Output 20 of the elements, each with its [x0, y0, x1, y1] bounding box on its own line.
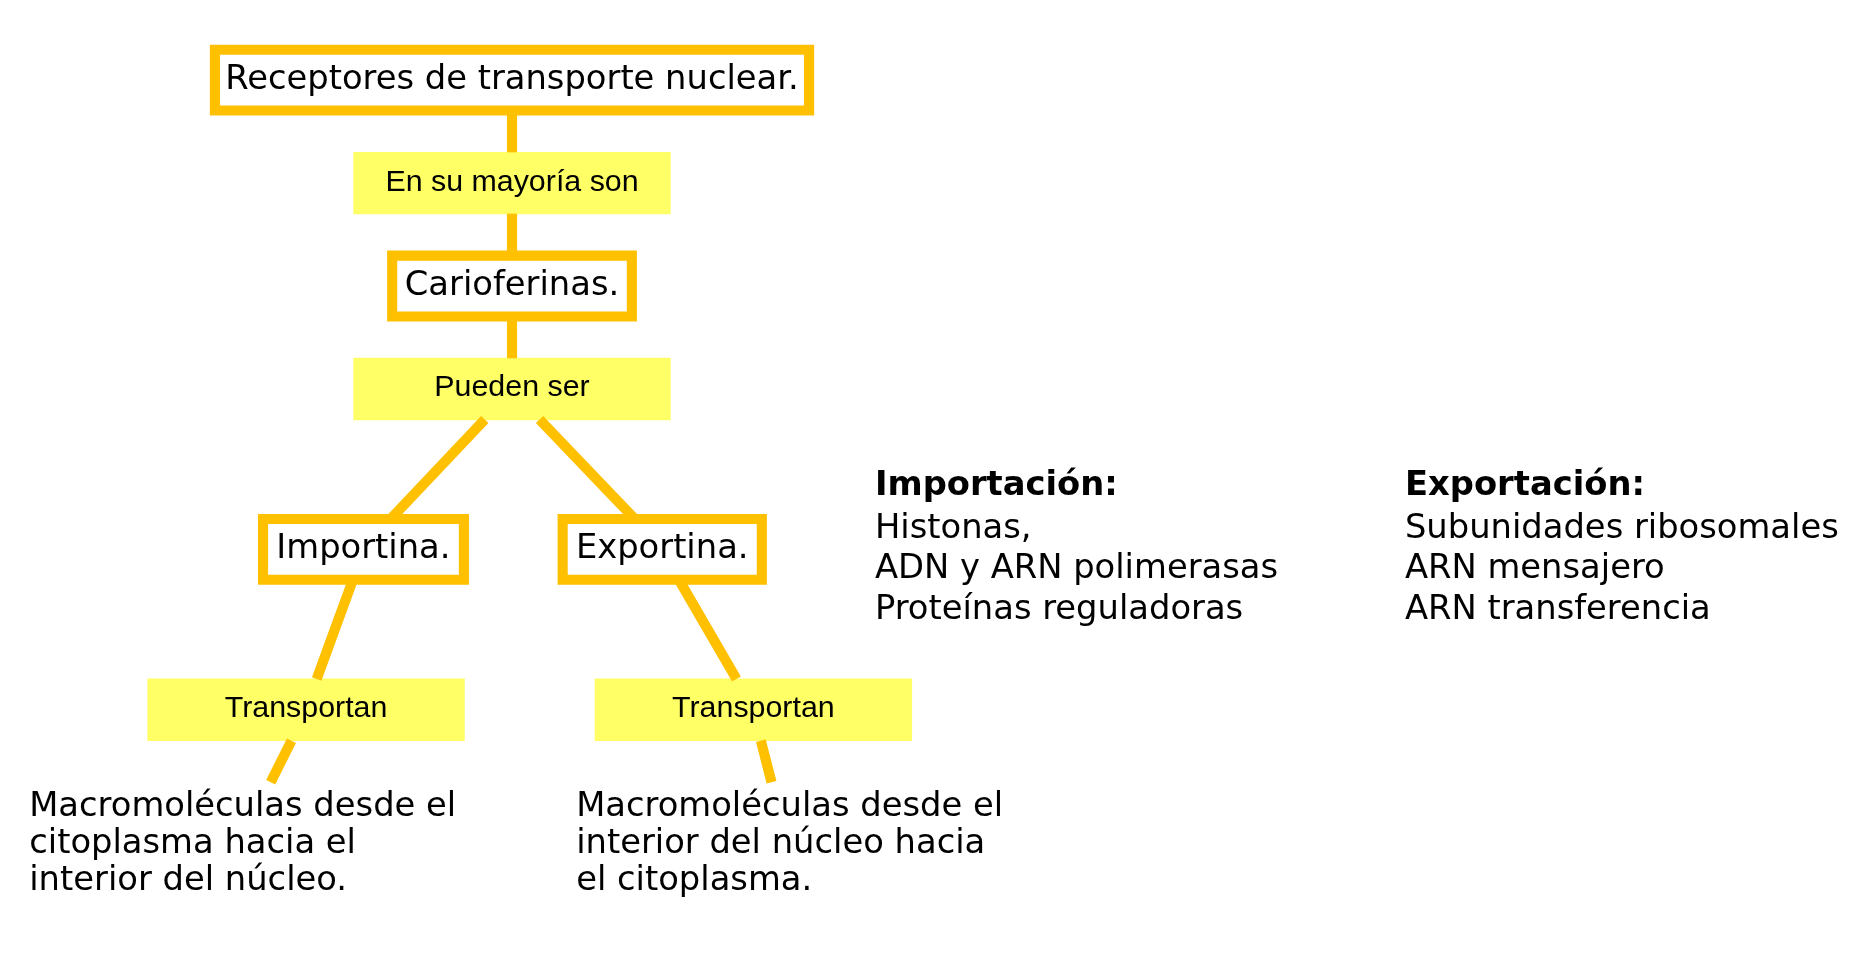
node-box: Pueden ser	[353, 357, 671, 421]
label: Exportación:	[1404, 464, 1645, 504]
node-box: Transportan	[594, 678, 913, 741]
node-box: Transportan	[147, 678, 465, 741]
label: Histonas,	[874, 506, 1032, 546]
connector	[266, 738, 296, 785]
node-box: Importina.	[257, 513, 469, 585]
node-text: Macromoléculas desde el interior del núcleo hacia el citoplasma.	[576, 785, 1004, 899]
node-box: Receptores de transporte nuclear.	[209, 44, 815, 116]
label: ARN mensajero	[1404, 547, 1665, 587]
label: Proteínas reguladoras	[874, 587, 1244, 627]
label: ADN y ARN polimerasas	[874, 547, 1279, 587]
label: ARN transferencia	[1404, 587, 1711, 627]
connector	[755, 739, 777, 784]
node-box: Exportina.	[557, 513, 767, 585]
node-text: Macromoléculas desde el citoplasma hacia el interior del núcleo.	[29, 785, 457, 899]
label: Importación:	[874, 464, 1118, 504]
node-box: Carioferinas.	[387, 250, 637, 322]
label: Subunidades ribosomales	[1404, 506, 1839, 546]
node-box: En su mayoría son	[353, 151, 671, 215]
